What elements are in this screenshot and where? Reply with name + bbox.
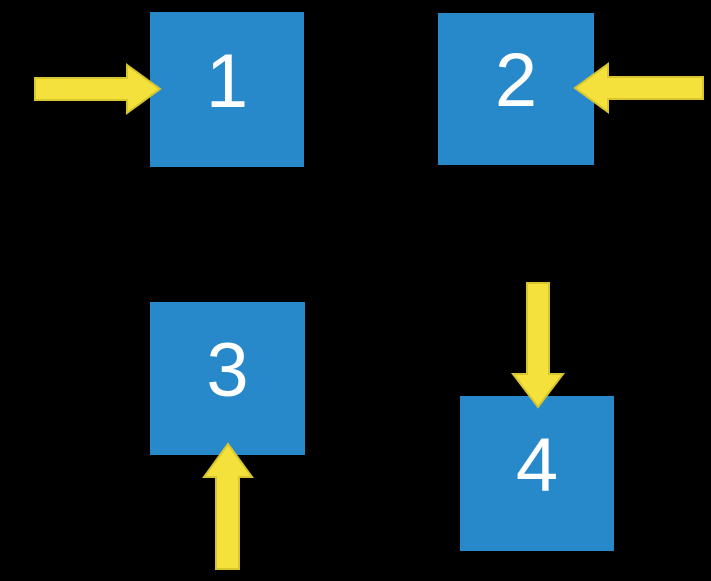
- square-2-label: 2: [494, 38, 538, 123]
- square-4-label: 4: [515, 422, 559, 508]
- square-3: 3: [150, 302, 305, 455]
- square-4: 4: [460, 396, 614, 551]
- square-1: 1: [150, 12, 304, 167]
- arrow-down-icon: [510, 282, 566, 409]
- arrow-left-icon: [573, 62, 704, 114]
- arrow-right-icon: [34, 63, 162, 115]
- arrow-up-icon: [202, 442, 254, 570]
- square-3-label: 3: [206, 327, 249, 413]
- square-1-label: 1: [205, 38, 249, 124]
- square-2: 2: [438, 13, 594, 165]
